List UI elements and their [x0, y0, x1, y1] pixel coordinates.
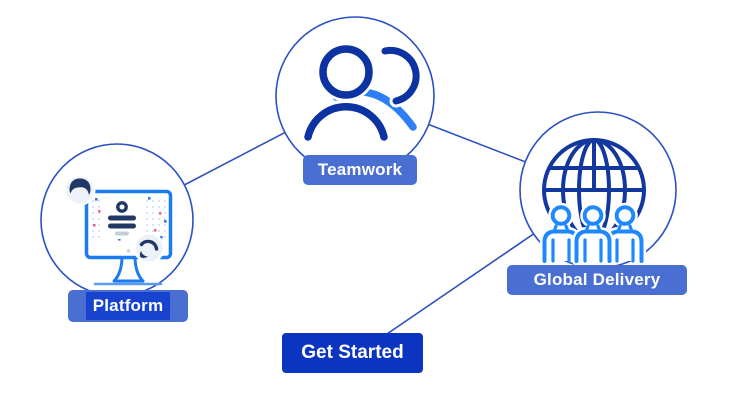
globe-people-icon: [540, 138, 646, 266]
monitor-illustration-icon: [64, 174, 173, 286]
node-label-teamwork[interactable]: Teamwork: [303, 155, 417, 185]
node-label-global-delivery[interactable]: Global Delivery: [507, 265, 687, 295]
node-label-platform[interactable]: Platform: [68, 290, 188, 322]
node-label-text-selected: Platform: [85, 292, 171, 320]
people-row-icon: [540, 202, 646, 266]
get-started-label: Get Started: [301, 342, 404, 363]
get-started-button[interactable]: Get Started: [282, 333, 423, 373]
login-form-icon: [108, 201, 136, 236]
user-avatar-icon: [64, 174, 96, 206]
team-users-icon: [301, 42, 423, 144]
user-avatar-icon: [133, 232, 165, 264]
node-label-text: Global Delivery: [533, 270, 661, 289]
node-label-text: Teamwork: [317, 160, 403, 179]
